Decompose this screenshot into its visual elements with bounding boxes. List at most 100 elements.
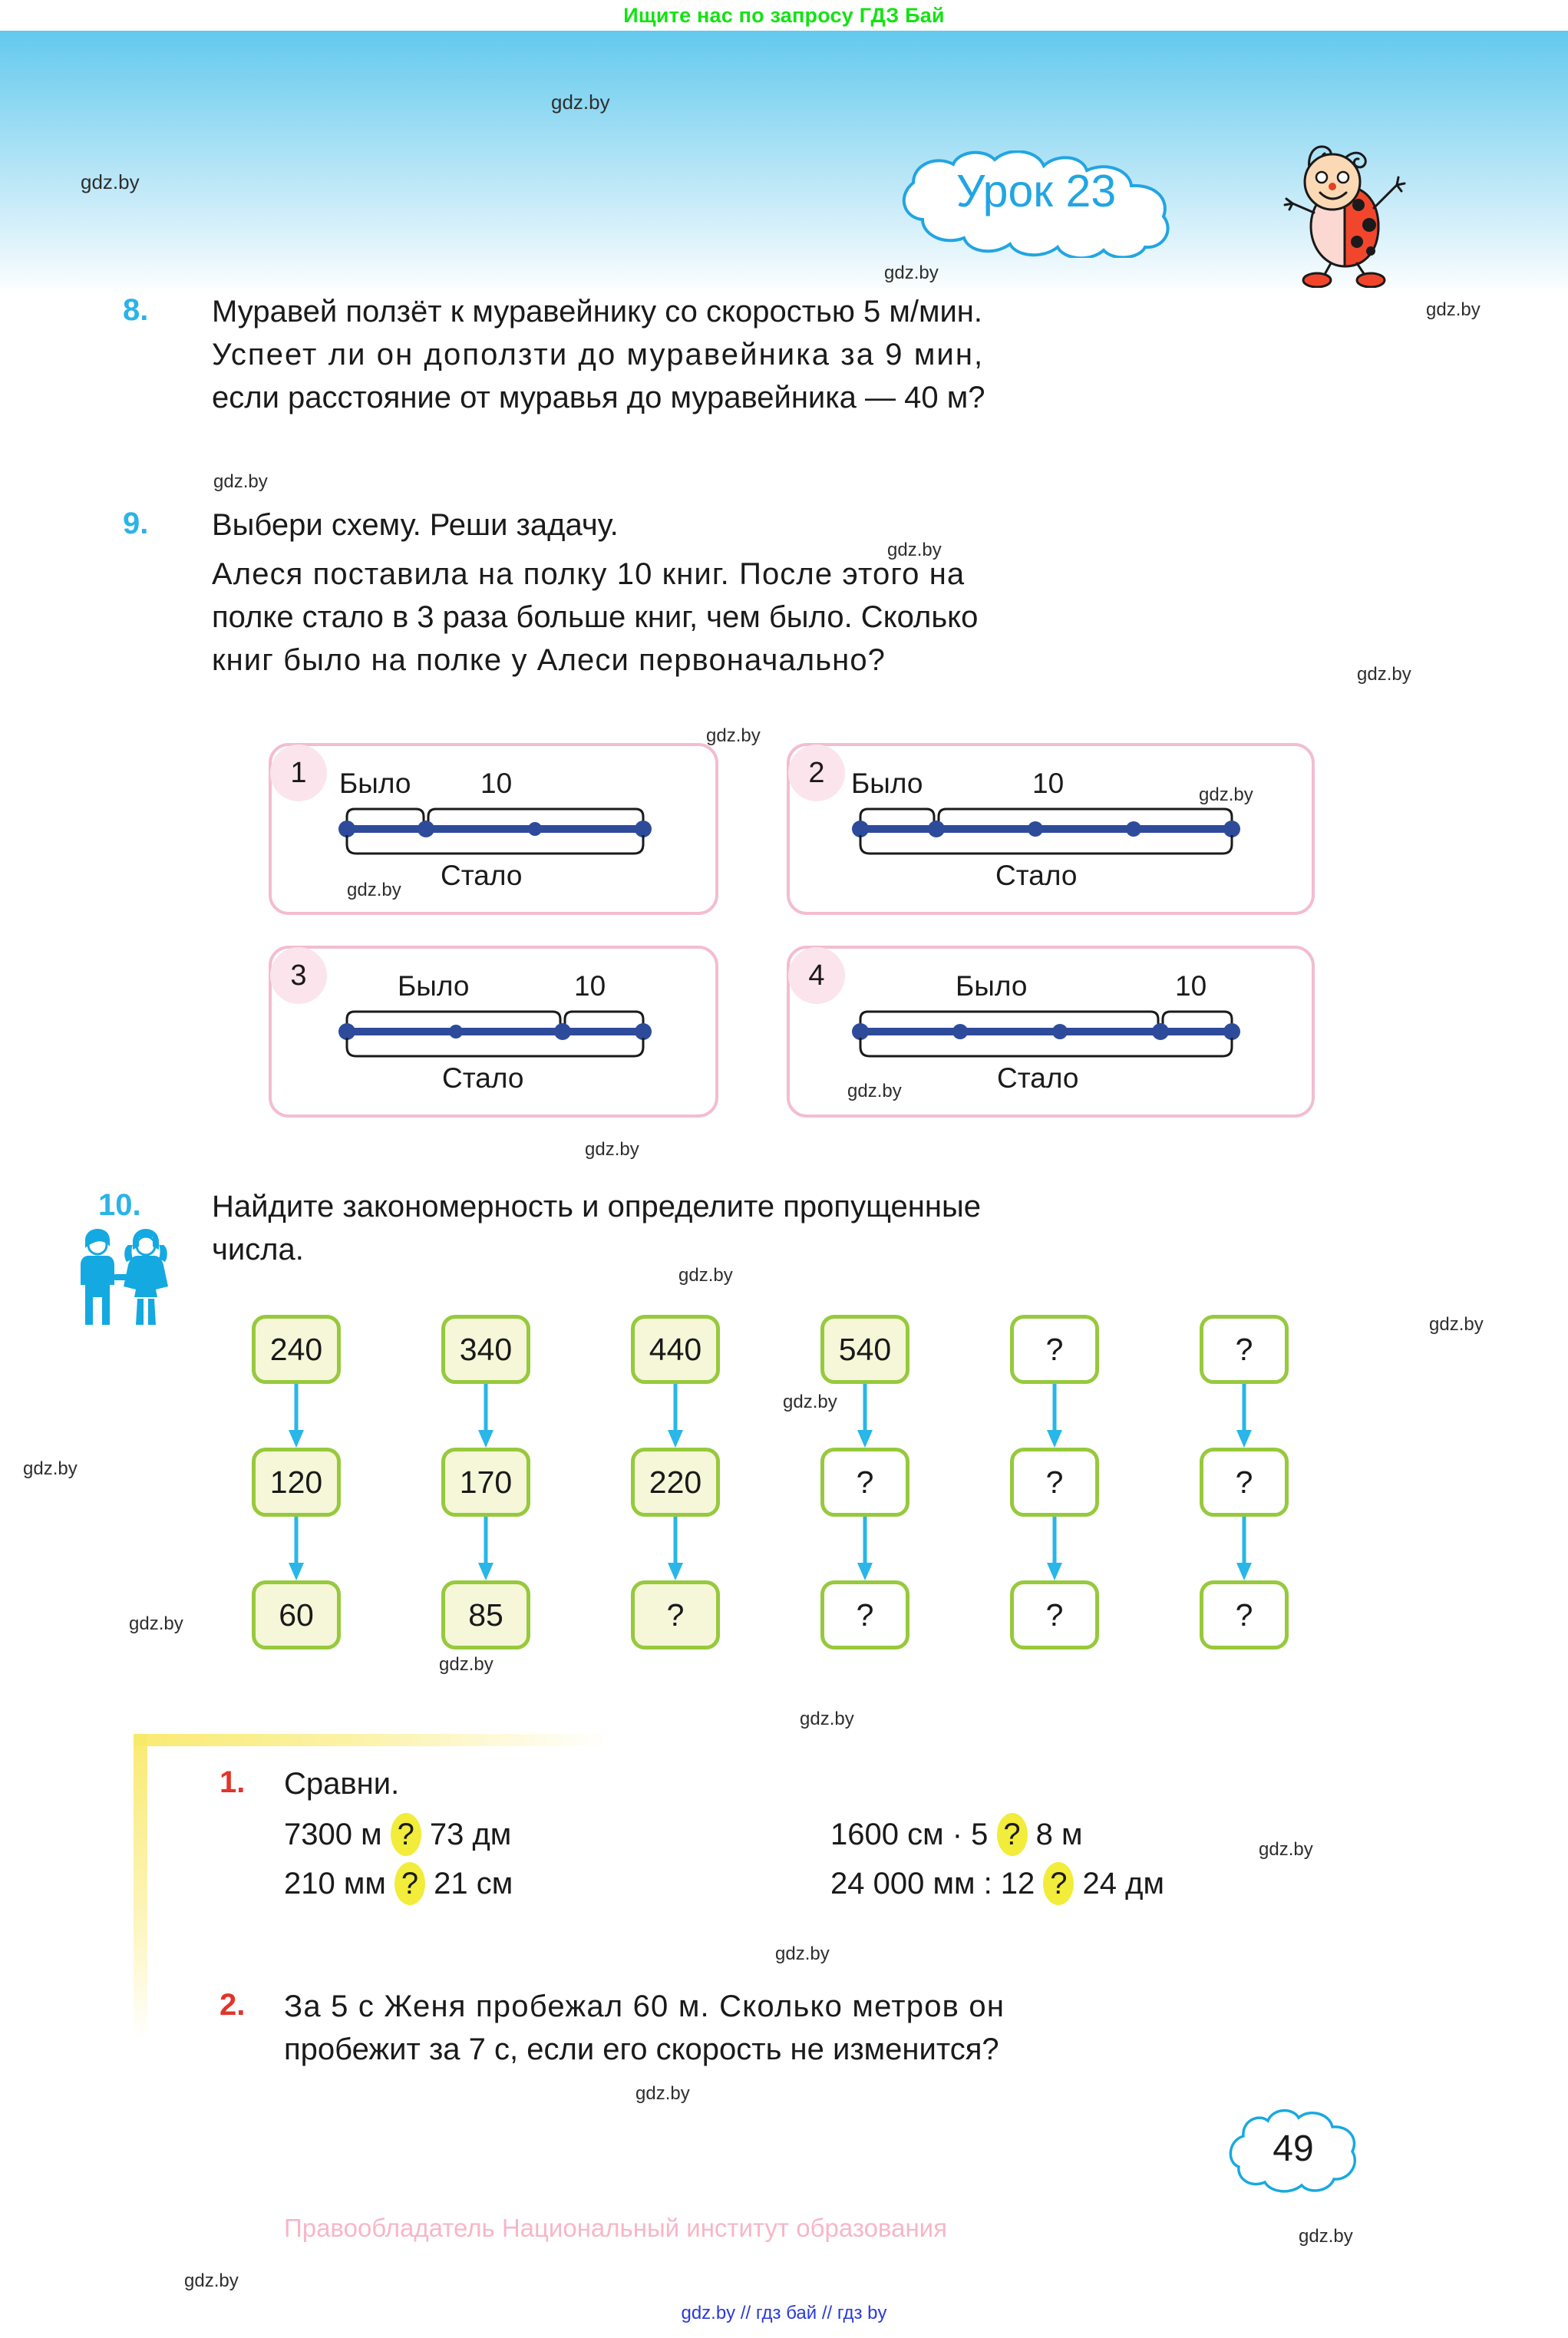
task-10-text: Найдите закономерность и определите проп… bbox=[212, 1185, 1409, 1271]
lesson-cloud-shape bbox=[860, 150, 1213, 258]
page-number: 49 bbox=[1273, 2128, 1314, 2169]
scheme-1-was-label: Было bbox=[339, 768, 411, 799]
hw-comparison-2-mark[interactable]: ? bbox=[996, 1813, 1028, 1856]
numbox-r2c1[interactable]: 120 bbox=[252, 1448, 341, 1517]
watermark-14: gdz.by bbox=[1429, 1314, 1484, 1335]
hw-task-1-number: 1. bbox=[220, 1765, 246, 1799]
hw-comparison-1-left: 7300 м bbox=[284, 1818, 382, 1851]
hw-comparison-1-right: 73 дм bbox=[429, 1818, 512, 1851]
numbox-r1c1[interactable]: 240 bbox=[252, 1315, 341, 1384]
homework-panel-border bbox=[129, 1728, 1510, 2050]
task-8-line-2: Успеет ли он доползти до муравейника за … bbox=[212, 338, 985, 372]
numbox-r2c4[interactable]: ? bbox=[820, 1448, 909, 1517]
scheme-2-ten-label: 10 bbox=[1032, 768, 1065, 799]
hw-comparison-4-mark[interactable]: ? bbox=[1043, 1862, 1074, 1905]
scheme-1-badge: 1 bbox=[270, 745, 327, 801]
arrow-c3-r2r3 bbox=[665, 1517, 685, 1580]
numbox-r2c2[interactable]: 170 bbox=[441, 1448, 530, 1517]
arrow-c1-r2r3 bbox=[286, 1517, 306, 1580]
task-9-text: Выбери схему. Реши задачу. bbox=[212, 504, 1409, 547]
numbox-r1c2[interactable]: 340 bbox=[441, 1315, 530, 1384]
scheme-3-ten-label: 10 bbox=[574, 970, 606, 1002]
arrow-c6-r2r3 bbox=[1234, 1517, 1254, 1580]
numbox-r1c5[interactable]: ? bbox=[1010, 1315, 1099, 1384]
task-8-line-1: Муравей ползёт к муравейнику со скорость… bbox=[212, 295, 982, 329]
hw-comparison-row-2a: 210 мм ? 21 см bbox=[284, 1862, 513, 1905]
task-8-line-3: если расстояние от муравья до муравейник… bbox=[212, 381, 985, 414]
task-9-problem-text-2: полке стало в 3 раза больше книг, чем бы… bbox=[212, 596, 1409, 682]
task-8-number: 8. bbox=[123, 293, 149, 327]
children-icon bbox=[73, 1227, 173, 1330]
scheme-1-ten-label: 10 bbox=[480, 768, 513, 799]
hw-comparison-row-1b: 1600 см · 5 ? 8 м bbox=[830, 1813, 1083, 1856]
hw-task-2-number: 2. bbox=[220, 1988, 246, 2022]
numbox-r3c1[interactable]: 60 bbox=[252, 1580, 341, 1649]
scheme-card-1[interactable]: 1 Было 10 Стало bbox=[269, 743, 718, 915]
scheme-card-2[interactable]: 2 Было 10 Стало bbox=[787, 743, 1315, 915]
watermark-11: gdz.by bbox=[585, 1139, 639, 1160]
hw-comparison-3-left: 210 мм bbox=[284, 1867, 386, 1900]
numbox-r3c5[interactable]: ? bbox=[1010, 1580, 1099, 1649]
task-9-line-1: Выбери схему. Реши задачу. bbox=[212, 508, 619, 542]
scheme-card-4[interactable]: 4 Было 10 Стало bbox=[787, 946, 1315, 1118]
arrow-c4-r1r2 bbox=[855, 1384, 875, 1448]
scheme-3-badge: 3 bbox=[270, 947, 327, 1004]
task-8-text: Муравей ползёт к муравейнику со скорость… bbox=[212, 290, 1409, 419]
numbox-r3c3[interactable]: ? bbox=[631, 1580, 720, 1649]
watermark-13: gdz.by bbox=[783, 1392, 837, 1412]
numbox-r1c6[interactable]: ? bbox=[1200, 1315, 1289, 1384]
hw-comparison-1-mark[interactable]: ? bbox=[390, 1813, 421, 1856]
promo-banner: Ищите нас по запросу ГДЗ Бай bbox=[623, 4, 945, 27]
task-10-line-1: Найдите закономерность и определите проп… bbox=[212, 1190, 981, 1223]
numbox-r3c6[interactable]: ? bbox=[1200, 1580, 1289, 1649]
watermark-23: gdz.by bbox=[184, 2270, 239, 2291]
task-9-line-3: полке стало в 3 раза больше книг, чем бы… bbox=[212, 600, 979, 634]
task-10-number: 10. bbox=[98, 1188, 141, 1222]
hw-comparison-4-left: 24 000 мм : 12 bbox=[830, 1867, 1035, 1900]
copyright-notice: Правообладатель Национальный институт об… bbox=[284, 2214, 947, 2242]
task-9-problem-text: Алеся поставила на полку 10 книг. После … bbox=[212, 553, 1409, 596]
watermark-15: gdz.by bbox=[23, 1458, 78, 1479]
hw-comparison-3-mark[interactable]: ? bbox=[394, 1862, 425, 1905]
watermark-21: gdz.by bbox=[635, 2083, 690, 2104]
task-9-line-2: Алеся поставила на полку 10 книг. После … bbox=[212, 557, 966, 591]
numbox-r1c3[interactable]: 440 bbox=[631, 1315, 720, 1384]
arrow-c5-r2r3 bbox=[1045, 1517, 1065, 1580]
hw-task-2-line-1: За 5 с Женя пробежал 60 м. Сколько метро… bbox=[284, 1990, 1005, 2023]
hw-comparison-3-right: 21 см bbox=[434, 1867, 513, 1900]
watermark-17: gdz.by bbox=[439, 1654, 494, 1675]
watermark-4: gdz.by bbox=[213, 471, 268, 492]
numbox-r1c4[interactable]: 540 bbox=[820, 1315, 909, 1384]
arrow-c6-r1r2 bbox=[1234, 1384, 1254, 1448]
task-9-line-4: книг было на полке у Алеси первоначально… bbox=[212, 643, 886, 677]
numbox-r2c6[interactable]: ? bbox=[1200, 1448, 1289, 1517]
hw-task-2-line-2: пробежит за 7 с, если его скорость не из… bbox=[284, 2033, 999, 2066]
watermark-22: gdz.by bbox=[1299, 2226, 1353, 2247]
numbox-r2c3[interactable]: 220 bbox=[631, 1448, 720, 1517]
lesson-title: Урок 23 bbox=[956, 166, 1117, 216]
scheme-3-became-label: Стало bbox=[442, 1062, 524, 1094]
task-9-number: 9. bbox=[123, 507, 149, 540]
footer-links: gdz.by // гдз бай // гдз by bbox=[681, 2303, 887, 2323]
arrow-c2-r2r3 bbox=[476, 1517, 496, 1580]
hw-comparison-2-right: 8 м bbox=[1035, 1818, 1083, 1851]
watermark-18: gdz.by bbox=[800, 1709, 854, 1729]
scheme-4-badge: 4 bbox=[788, 947, 845, 1004]
scheme-card-3[interactable]: 3 Было 10 Стало bbox=[269, 946, 718, 1118]
scheme-1-became-label: Стало bbox=[441, 860, 523, 891]
arrow-c2-r1r2 bbox=[476, 1384, 496, 1448]
hw-task-1-title: Сравни. bbox=[284, 1767, 400, 1801]
arrow-c3-r1r2 bbox=[665, 1384, 685, 1448]
scheme-3-was-label: Было bbox=[398, 970, 470, 1002]
arrow-c1-r1r2 bbox=[286, 1384, 306, 1448]
numbox-r3c4[interactable]: ? bbox=[820, 1580, 909, 1649]
arrow-c5-r1r2 bbox=[1045, 1384, 1065, 1448]
watermark-16: gdz.by bbox=[129, 1613, 183, 1634]
numbox-r3c2[interactable]: 85 bbox=[441, 1580, 530, 1649]
task-10-line-2: числа. bbox=[212, 1233, 304, 1266]
numbox-r2c5[interactable]: ? bbox=[1010, 1448, 1099, 1517]
scheme-2-badge: 2 bbox=[788, 745, 845, 801]
watermark-7: gdz.by bbox=[706, 725, 761, 746]
hw-comparison-4-right: 24 дм bbox=[1082, 1867, 1164, 1900]
